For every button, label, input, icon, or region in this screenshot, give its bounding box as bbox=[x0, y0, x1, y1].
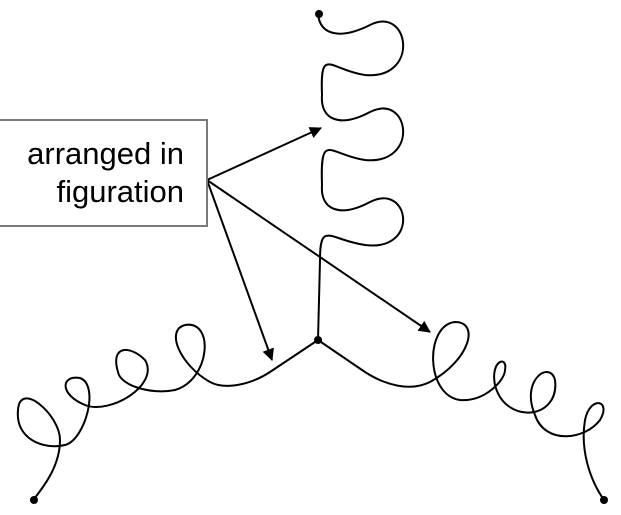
arrow-to-top-coil bbox=[206, 127, 322, 181]
terminal-dot-left bbox=[30, 496, 38, 504]
coil-left bbox=[16, 323, 319, 500]
terminal-dot-top bbox=[315, 10, 323, 18]
callout-line-2: figuration bbox=[56, 174, 184, 209]
arrow-to-left-coil bbox=[206, 179, 274, 361]
terminal-dot-right bbox=[600, 496, 608, 504]
neutral-point-dot bbox=[314, 336, 322, 344]
callout-line-1: arranged in bbox=[27, 136, 184, 171]
coil-top bbox=[317, 13, 405, 341]
coil-right bbox=[317, 320, 605, 501]
callout-box: arranged in figuration bbox=[0, 119, 208, 227]
arrow-to-right-coil bbox=[206, 179, 431, 333]
